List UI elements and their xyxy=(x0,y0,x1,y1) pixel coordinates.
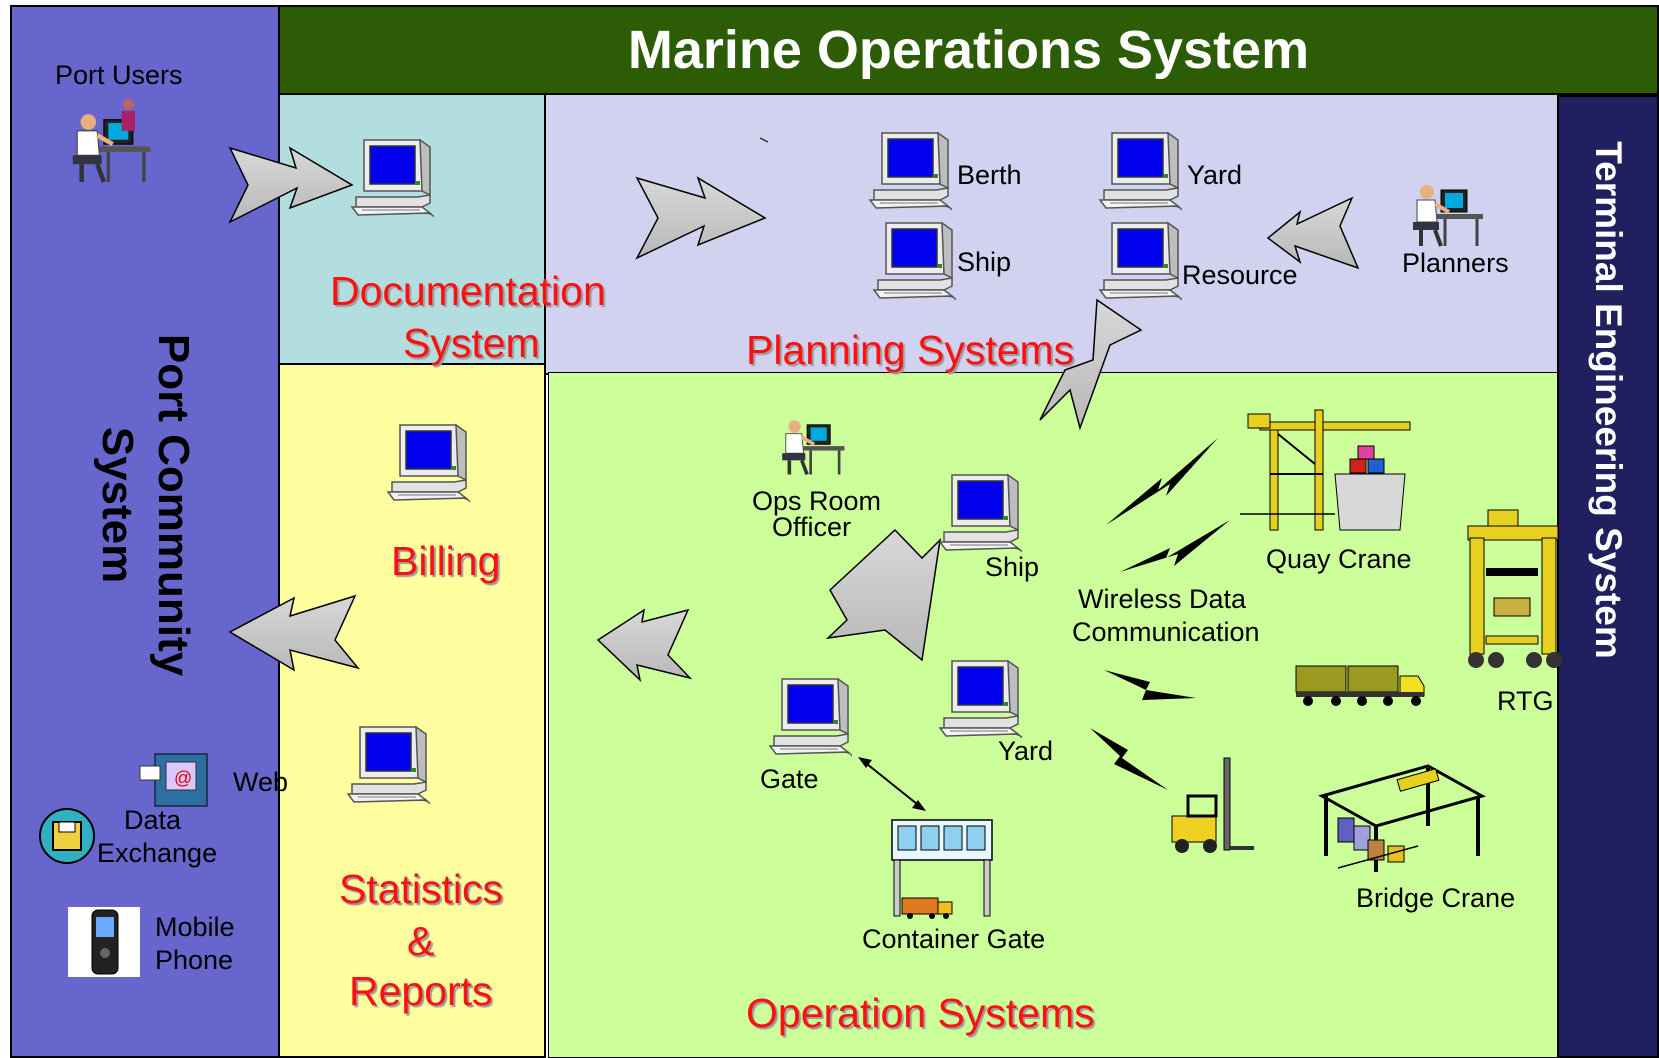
mobile-phone-icon xyxy=(68,907,140,977)
yard-plan-label: Yard xyxy=(1187,160,1243,190)
billing-panel xyxy=(278,363,546,1058)
ops-room-line1: Ops Room xyxy=(752,486,882,516)
gate-computer-icon xyxy=(768,674,852,758)
rtg-label: RTG xyxy=(1497,686,1554,716)
bridge-crane-label: Bridge Crane xyxy=(1356,883,1516,913)
resource-label: Resource xyxy=(1182,260,1298,290)
berth-label: Berth xyxy=(957,160,1022,190)
title-bar xyxy=(278,5,1659,95)
planning-title: Planning Systems xyxy=(746,327,1075,373)
yard-ops-label: Yard xyxy=(998,736,1054,766)
data-exchange-icon xyxy=(39,808,95,864)
mobile-line1: Mobile xyxy=(155,912,235,942)
statistics-computer-icon xyxy=(346,722,430,806)
port-community-line1: Port Community xyxy=(149,333,198,677)
data-exchange-line2: Exchange xyxy=(97,838,218,868)
forklift-icon xyxy=(1171,757,1254,853)
ship-plan-label: Ship xyxy=(957,247,1012,277)
statistics-line3: Reports xyxy=(349,968,493,1014)
billing-computer-icon xyxy=(386,420,470,504)
svg-text:@: @ xyxy=(174,768,192,788)
planners-icon xyxy=(1397,180,1487,250)
resource-computer-icon xyxy=(1098,218,1182,302)
port-users-icon xyxy=(55,98,155,200)
yard-ops-computer-icon xyxy=(938,656,1022,740)
ops-room-officer-icon xyxy=(768,412,848,482)
planners-label: Planners xyxy=(1402,248,1509,278)
terminal-engineering-panel xyxy=(1557,95,1659,1058)
terminal-engineering-label: Terminal Engineering System xyxy=(1588,141,1629,659)
wireless-line2: Communication xyxy=(1072,617,1260,647)
data-exchange-line1: Data xyxy=(124,805,182,835)
web-label: Web xyxy=(233,767,289,797)
wireless-line1: Wireless Data xyxy=(1078,584,1247,614)
statistics-line2: & xyxy=(407,918,435,964)
container-gate-icon xyxy=(891,819,993,919)
berth-computer-icon xyxy=(868,128,952,212)
rtg-icon xyxy=(1467,509,1562,668)
port-users-label: Port Users xyxy=(55,60,183,90)
ops-room-line2: Officer xyxy=(772,512,852,542)
statistics-line1: Statistics xyxy=(339,866,504,912)
documentation-line2: System xyxy=(403,320,540,366)
container-gate-label: Container Gate xyxy=(862,924,1046,954)
billing-label: Billing xyxy=(391,538,501,584)
port-community-label: Port Community System xyxy=(89,334,201,676)
quay-crane-label: Quay Crane xyxy=(1266,544,1412,574)
port-community-line2: System xyxy=(93,426,142,584)
mobile-line2: Phone xyxy=(155,945,234,975)
ship-plan-computer-icon xyxy=(872,218,956,302)
yard-plan-computer-icon xyxy=(1098,128,1182,212)
web-icon: @ xyxy=(139,753,208,807)
truck-icon xyxy=(1295,665,1425,706)
page-title: Marine Operations System xyxy=(627,20,1310,80)
quay-crane-icon xyxy=(1240,409,1411,531)
ship-ops-computer-icon xyxy=(938,470,1022,554)
bridge-crane-icon xyxy=(1318,764,1486,872)
documentation-line1: Documentation xyxy=(330,268,606,314)
operation-title: Operation Systems xyxy=(746,990,1095,1036)
ship-ops-label: Ship xyxy=(985,552,1040,582)
gate-label: Gate xyxy=(760,764,819,794)
documentation-computer-icon xyxy=(350,135,434,219)
